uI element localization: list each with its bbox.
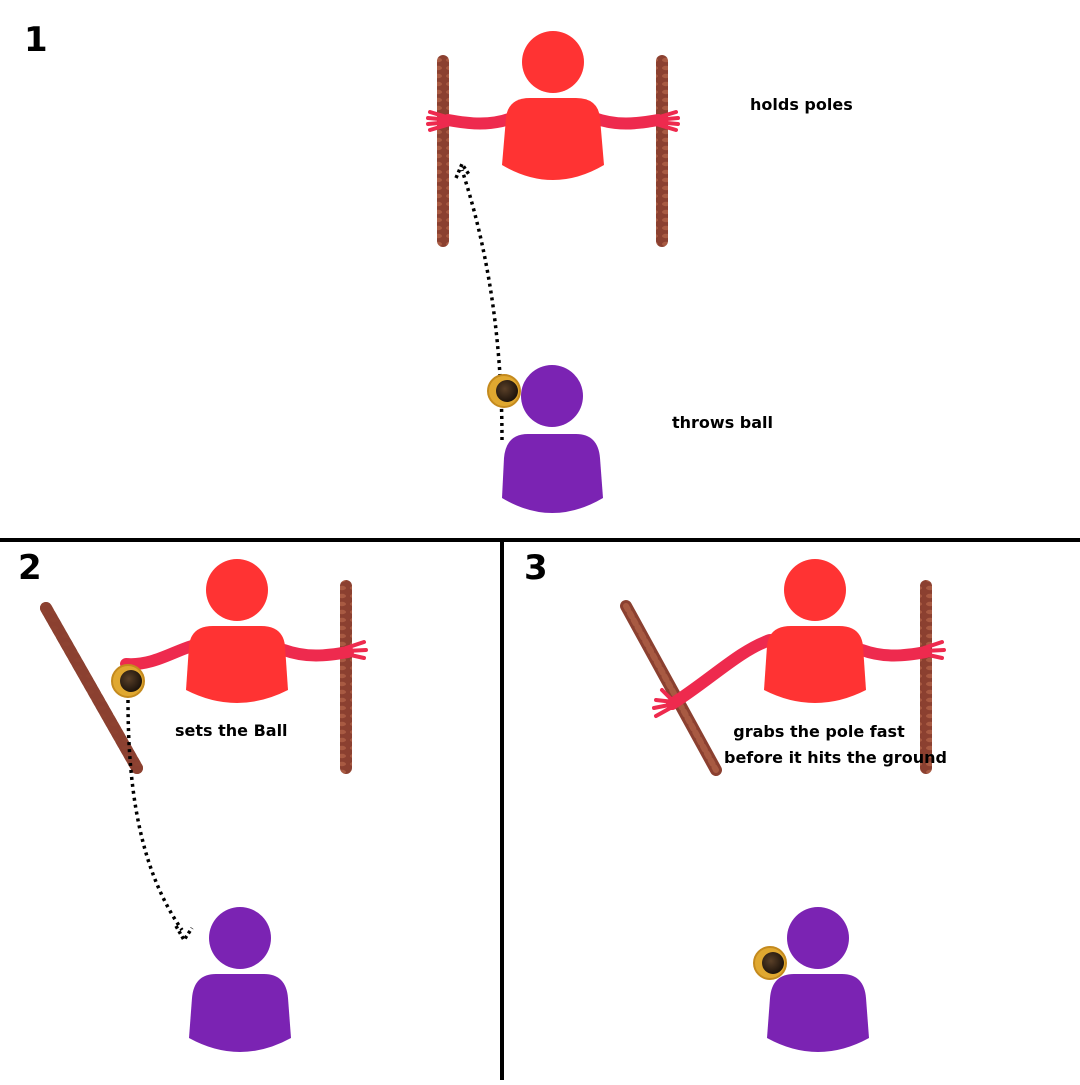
hand-left (426, 110, 452, 132)
hand-right (922, 640, 946, 660)
arm-right (278, 644, 354, 662)
panel-3 (620, 559, 946, 1052)
ball-icon (487, 374, 521, 408)
hand-left (652, 688, 678, 718)
pole-left (437, 55, 449, 247)
catcher-head (522, 31, 584, 93)
set-arrowhead (174, 925, 194, 944)
throw-arrowhead (454, 160, 472, 179)
panel-number-3: 3 (524, 548, 548, 588)
panel-number-2: 2 (18, 548, 42, 588)
thrower-body (189, 974, 291, 1052)
panel-1 (426, 31, 680, 513)
caption-holds-poles: holds poles (750, 95, 853, 114)
arm-left (442, 112, 518, 130)
hand-right (344, 640, 368, 660)
caption-sets-ball: sets the Ball (175, 721, 288, 740)
catcher-body (186, 626, 288, 703)
hand-right (654, 110, 680, 132)
ball-icon (111, 664, 145, 698)
pole-standing (340, 580, 352, 774)
caption-throws-ball: throws ball (672, 413, 774, 432)
arm-right (856, 644, 932, 662)
pole-standing (920, 580, 932, 774)
thrower-body (767, 974, 869, 1052)
thrower-head (521, 365, 583, 427)
thrower-body (502, 434, 603, 513)
throw-path (460, 169, 504, 441)
panel-number-1: 1 (24, 20, 48, 60)
caption-grabs-line1: grabs the pole fast (733, 722, 905, 741)
catcher-body (502, 98, 604, 180)
panel-2 (40, 559, 368, 1052)
catcher-body (764, 626, 866, 703)
arm-right (588, 112, 664, 130)
catcher-head (784, 559, 846, 621)
set-path (126, 699, 184, 932)
arm-left (120, 640, 198, 671)
pole-right (656, 55, 668, 247)
thrower-head (209, 907, 271, 969)
caption-grabs-line2: before it hits the ground (724, 748, 947, 767)
ball-icon (753, 946, 787, 980)
arm-left (666, 634, 776, 710)
thrower-head (787, 907, 849, 969)
catcher-head (206, 559, 268, 621)
